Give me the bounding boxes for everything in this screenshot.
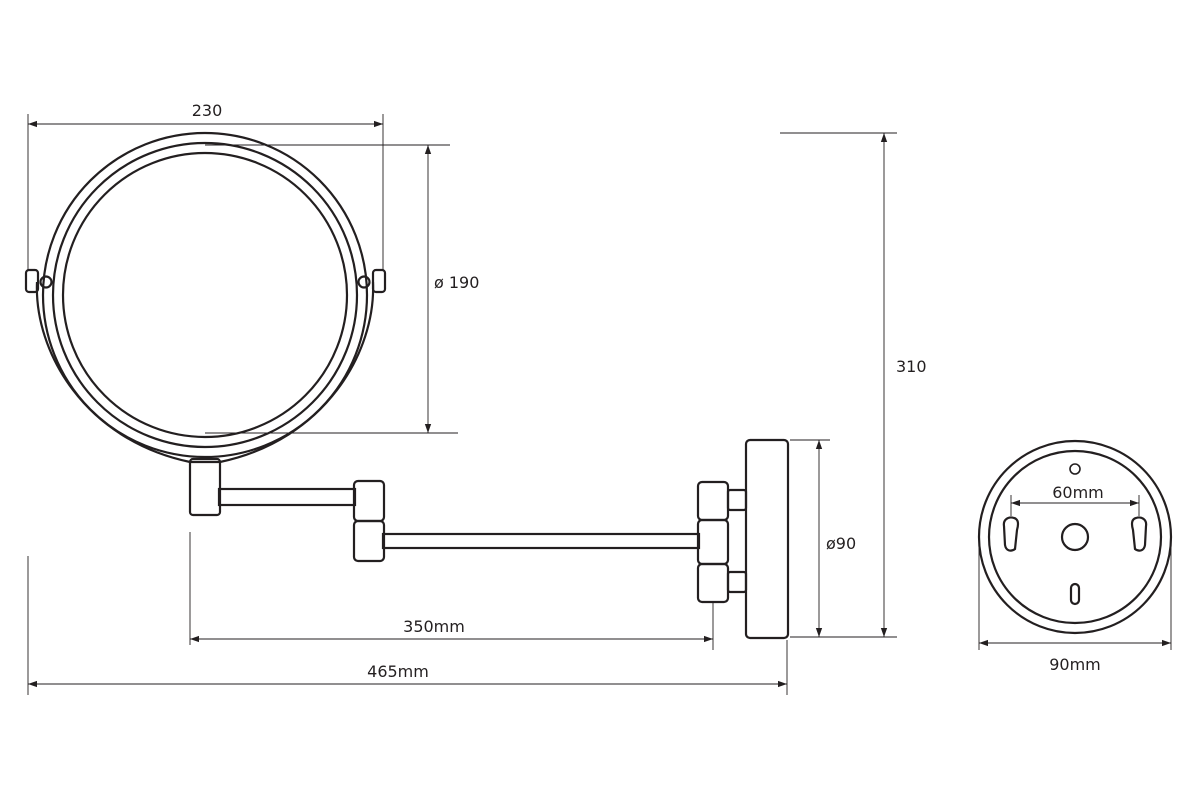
mirror-yoke <box>35 281 375 464</box>
total-length-label: 465mm <box>367 662 429 681</box>
left-pivot-knob <box>24 268 53 294</box>
wall-plate-side <box>744 438 790 640</box>
base-width-label: 90mm <box>1049 655 1101 674</box>
top-hole <box>1069 463 1081 475</box>
dimension-mirror-diameter: ø 190 <box>205 144 479 434</box>
bottom-slot <box>1069 582 1081 606</box>
lower-arm <box>381 532 701 550</box>
wall-joint-middle <box>696 518 730 566</box>
pin-bottom <box>726 570 748 594</box>
dimension-base-width: 90mm <box>978 540 1172 674</box>
mirror-diameter-label: ø 190 <box>434 273 479 292</box>
total-height-label: 310 <box>896 357 927 376</box>
swing-arm <box>188 438 790 640</box>
wall-joint-top <box>696 480 730 522</box>
base-diameter-label: ø90 <box>826 534 856 553</box>
left-mounting-slot <box>1002 516 1020 552</box>
dimension-base-diameter: ø90 <box>790 439 856 638</box>
base-outer-circle <box>977 439 1173 635</box>
mirror-frame-inner <box>51 141 359 449</box>
upper-arm <box>217 487 357 507</box>
base-inner-circle <box>987 449 1163 625</box>
mirror-neck <box>188 457 222 517</box>
dimension-total-height: 310 <box>780 132 927 638</box>
mirror-width-label: 230 <box>192 101 223 120</box>
dimension-total-length: 465mm <box>27 556 788 695</box>
elbow-joint-bottom <box>352 519 386 563</box>
wall-joint-bottom <box>696 562 730 604</box>
dimension-hole-spacing: 60mm <box>1010 483 1140 516</box>
center-hole <box>1060 522 1090 552</box>
mirror-head <box>24 131 387 464</box>
wall-base-front-view <box>977 439 1173 635</box>
right-pivot-knob <box>357 268 387 294</box>
right-mounting-slot <box>1130 516 1148 552</box>
mirror-frame-outer <box>41 131 369 459</box>
dimension-arm-length: 350mm <box>189 532 714 650</box>
arm-length-label: 350mm <box>403 617 465 636</box>
dimension-mirror-width: 230 <box>27 101 384 270</box>
elbow-joint-top <box>352 479 386 523</box>
mirror-glass <box>61 151 349 439</box>
hole-spacing-label: 60mm <box>1052 483 1104 502</box>
pin-top <box>726 488 748 512</box>
